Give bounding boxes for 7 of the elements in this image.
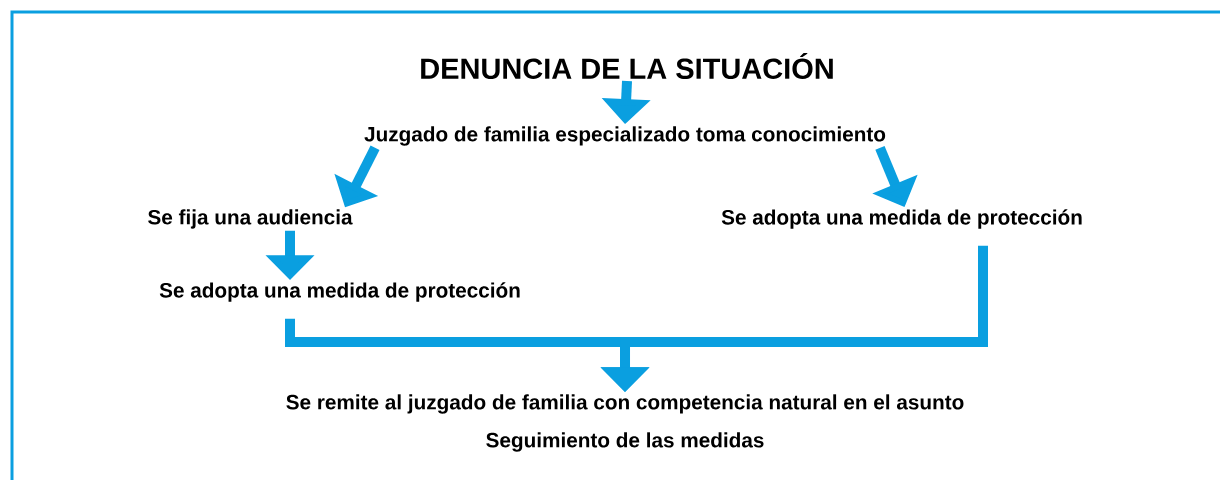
heading-text: DENUNCIA DE LA SITUACIÓN [421, 53, 833, 79]
step-text: Se adopta una medida de protección [159, 282, 520, 302]
step-text: Juzgado de familia especializado toma conocimiento [364, 126, 886, 146]
step-text: Se remite al juzgado de familia con competencia natural en el asunto [286, 394, 964, 414]
step-text: Se adopta una medida de protección [721, 209, 1082, 229]
step-text: Se fija una audiencia [148, 209, 353, 229]
note-text: Seguimiento de las medidas [486, 432, 764, 452]
